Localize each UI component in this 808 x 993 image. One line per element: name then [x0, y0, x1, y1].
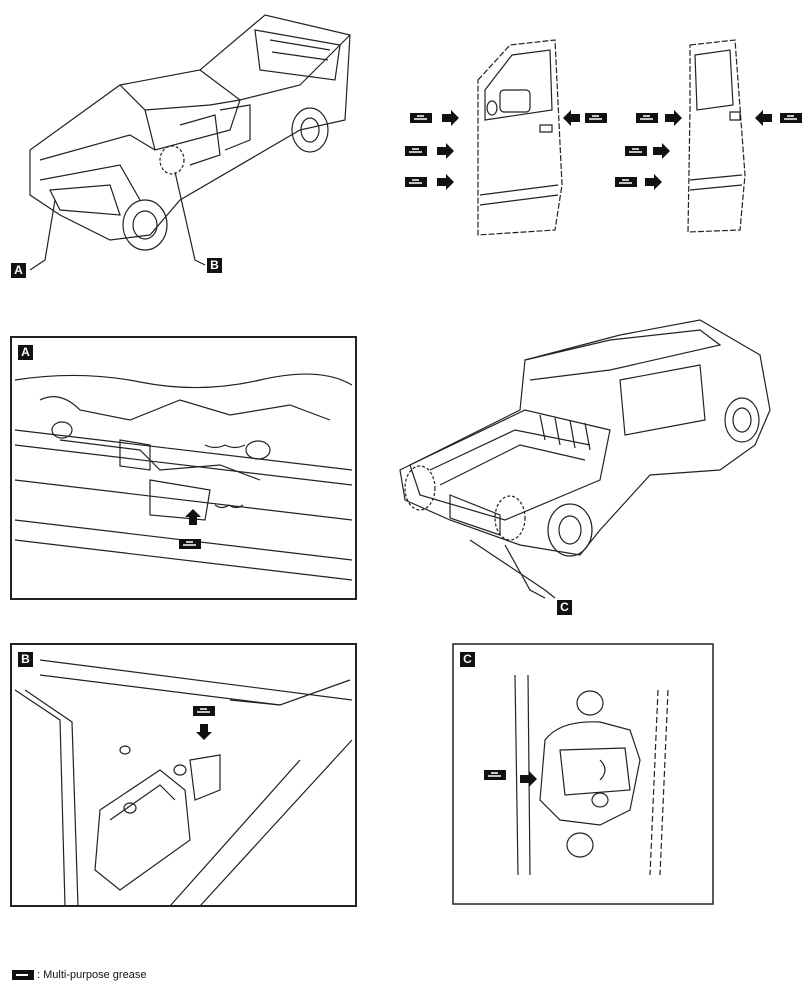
panel-a-label: A [18, 345, 33, 360]
front-door-grease-points [404, 110, 608, 190]
panel-b-label: B [18, 652, 33, 667]
front-door [477, 39, 563, 236]
legend: : Multi-purpose grease [12, 969, 146, 981]
rear-door [687, 39, 746, 233]
callout-b: B [207, 258, 222, 273]
panel-c-grease-point [483, 769, 537, 787]
callout-c: C [557, 600, 572, 615]
detail-panel-b [10, 643, 357, 907]
panel-b-grease-point [192, 705, 216, 740]
panel-a-grease-point [178, 509, 202, 550]
detail-panel-c [452, 643, 714, 905]
pickup-front-view [29, 14, 351, 271]
grease-icon [12, 970, 34, 980]
callout-a: A [11, 263, 26, 278]
legend-text: : Multi-purpose grease [37, 969, 147, 981]
detail-panel-a [10, 336, 357, 600]
panel-c-label: C [460, 652, 475, 667]
pickup-rear-view [399, 319, 771, 599]
